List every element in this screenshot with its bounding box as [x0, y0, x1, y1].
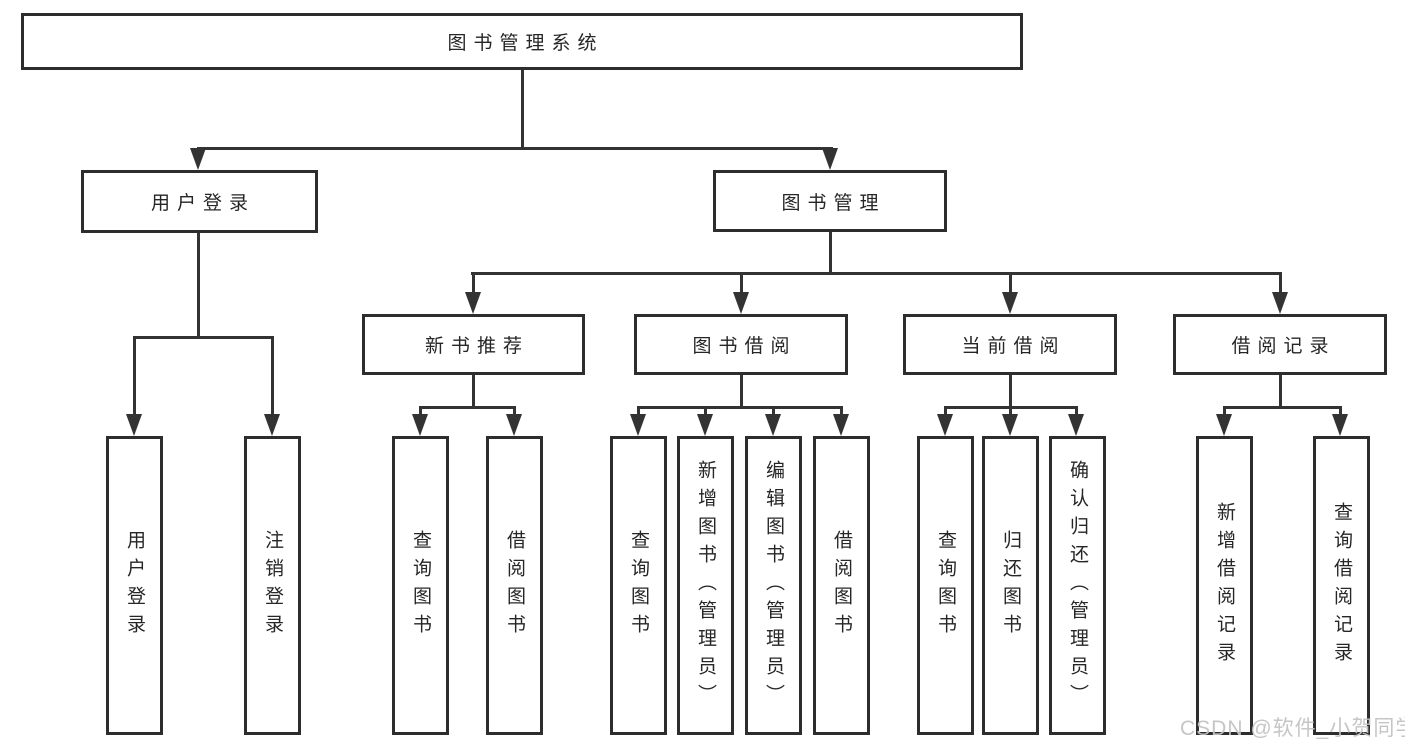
arrow-down-icon — [833, 414, 849, 436]
connector-line — [513, 406, 516, 420]
leaf-add-borrow-record-label: 新增借阅记录 — [1214, 501, 1235, 670]
leaf-return-book-label: 归还图书 — [1000, 529, 1021, 642]
node-library-system-label: 图书管理系统 — [447, 33, 604, 54]
connector-line — [197, 147, 833, 150]
leaf-return-book: 归还图书 — [982, 436, 1039, 735]
leaf-query-books-borrow-label: 查询图书 — [628, 529, 649, 642]
leaf-logout-label: 注销登录 — [262, 529, 283, 642]
arrow-down-icon — [822, 148, 838, 170]
node-new-book-recommend: 新书推荐 — [362, 314, 585, 375]
leaf-add-borrow-record: 新增借阅记录 — [1196, 436, 1253, 735]
connector-line — [1009, 272, 1012, 294]
connector-line — [1223, 406, 1226, 420]
connector-line — [271, 336, 274, 420]
connector-line — [637, 406, 843, 409]
leaf-confirm-return-admin: 确认归还（管理员） — [1049, 436, 1106, 735]
node-book-borrow: 图书借阅 — [634, 314, 848, 375]
connector-line — [829, 232, 832, 275]
leaf-query-books-borrow: 查询图书 — [610, 436, 667, 735]
node-current-borrow: 当前借阅 — [903, 314, 1117, 375]
leaf-user-login-label: 用户登录 — [124, 529, 145, 642]
connector-line — [133, 336, 274, 339]
leaf-borrow-books-borrow-label: 借阅图书 — [831, 529, 852, 642]
connector-line — [840, 406, 843, 420]
arrow-down-icon — [1272, 292, 1288, 314]
connector-line — [637, 406, 640, 420]
connector-line — [740, 272, 743, 294]
arrow-down-icon — [1332, 414, 1348, 436]
connector-line — [1009, 406, 1012, 420]
arrow-down-icon — [937, 414, 953, 436]
leaf-borrow-books-recommend: 借阅图书 — [486, 436, 543, 735]
connector-line — [1075, 406, 1078, 420]
connector-line — [1009, 375, 1012, 409]
leaf-edit-book-admin: 编辑图书（管理员） — [745, 436, 802, 735]
arrow-down-icon — [733, 292, 749, 314]
connector-line — [472, 272, 475, 294]
arrow-down-icon — [412, 414, 428, 436]
connector-line — [419, 406, 515, 409]
leaf-confirm-return-admin-label: 确认归还（管理员） — [1067, 459, 1088, 712]
connector-line — [419, 406, 422, 420]
leaf-add-book-admin-label: 新增图书（管理员） — [695, 459, 716, 712]
connector-line — [521, 70, 524, 150]
leaf-query-borrow-record: 查询借阅记录 — [1313, 436, 1370, 735]
connector-line — [1223, 406, 1342, 409]
connector-line — [133, 336, 136, 420]
arrow-down-icon — [630, 414, 646, 436]
node-user-login-label: 用户登录 — [150, 193, 255, 214]
node-user-login: 用户登录 — [81, 170, 318, 233]
leaf-query-books-recommend-label: 查询图书 — [410, 529, 431, 642]
node-book-management-label: 图书管理 — [781, 192, 886, 214]
arrow-down-icon — [506, 414, 522, 436]
connector-line — [772, 406, 775, 420]
connector-line — [704, 406, 707, 420]
node-new-book-recommend-label: 新书推荐 — [424, 336, 529, 357]
arrow-down-icon — [190, 148, 206, 170]
node-current-borrow-label: 当前借阅 — [961, 336, 1066, 357]
connector-line — [1339, 406, 1342, 420]
arrow-down-icon — [1068, 414, 1084, 436]
leaf-query-books-current: 查询图书 — [917, 436, 974, 735]
arrow-down-icon — [697, 414, 713, 436]
leaf-add-book-admin: 新增图书（管理员） — [677, 436, 734, 735]
connector-line — [740, 375, 743, 409]
connector-line — [471, 272, 1282, 275]
arrow-down-icon — [264, 414, 280, 436]
leaf-query-books-recommend: 查询图书 — [392, 436, 449, 735]
connector-line — [944, 406, 947, 420]
leaf-borrow-books-recommend-label: 借阅图书 — [504, 529, 525, 642]
arrow-down-icon — [1002, 414, 1018, 436]
node-book-management: 图书管理 — [713, 170, 947, 232]
node-borrow-records-label: 借阅记录 — [1231, 336, 1336, 357]
leaf-logout: 注销登录 — [244, 436, 301, 735]
leaf-edit-book-admin-label: 编辑图书（管理员） — [763, 459, 784, 712]
node-library-system: 图书管理系统 — [21, 13, 1023, 70]
leaf-user-login: 用户登录 — [106, 436, 163, 735]
arrow-down-icon — [1002, 292, 1018, 314]
leaf-query-books-current-label: 查询图书 — [935, 529, 956, 642]
arrow-down-icon — [465, 292, 481, 314]
node-borrow-records: 借阅记录 — [1173, 314, 1387, 375]
leaf-query-borrow-record-label: 查询借阅记录 — [1331, 501, 1352, 670]
connector-line — [197, 233, 200, 339]
watermark: CSDN @软件_小贺同学 — [1180, 717, 1405, 740]
node-book-borrow-label: 图书借阅 — [692, 336, 797, 357]
arrow-down-icon — [126, 414, 142, 436]
connector-line — [1279, 375, 1282, 409]
connector-line — [472, 375, 475, 409]
arrow-down-icon — [765, 414, 781, 436]
arrow-down-icon — [1216, 414, 1232, 436]
connector-line — [1279, 272, 1282, 294]
leaf-borrow-books-borrow: 借阅图书 — [813, 436, 870, 735]
